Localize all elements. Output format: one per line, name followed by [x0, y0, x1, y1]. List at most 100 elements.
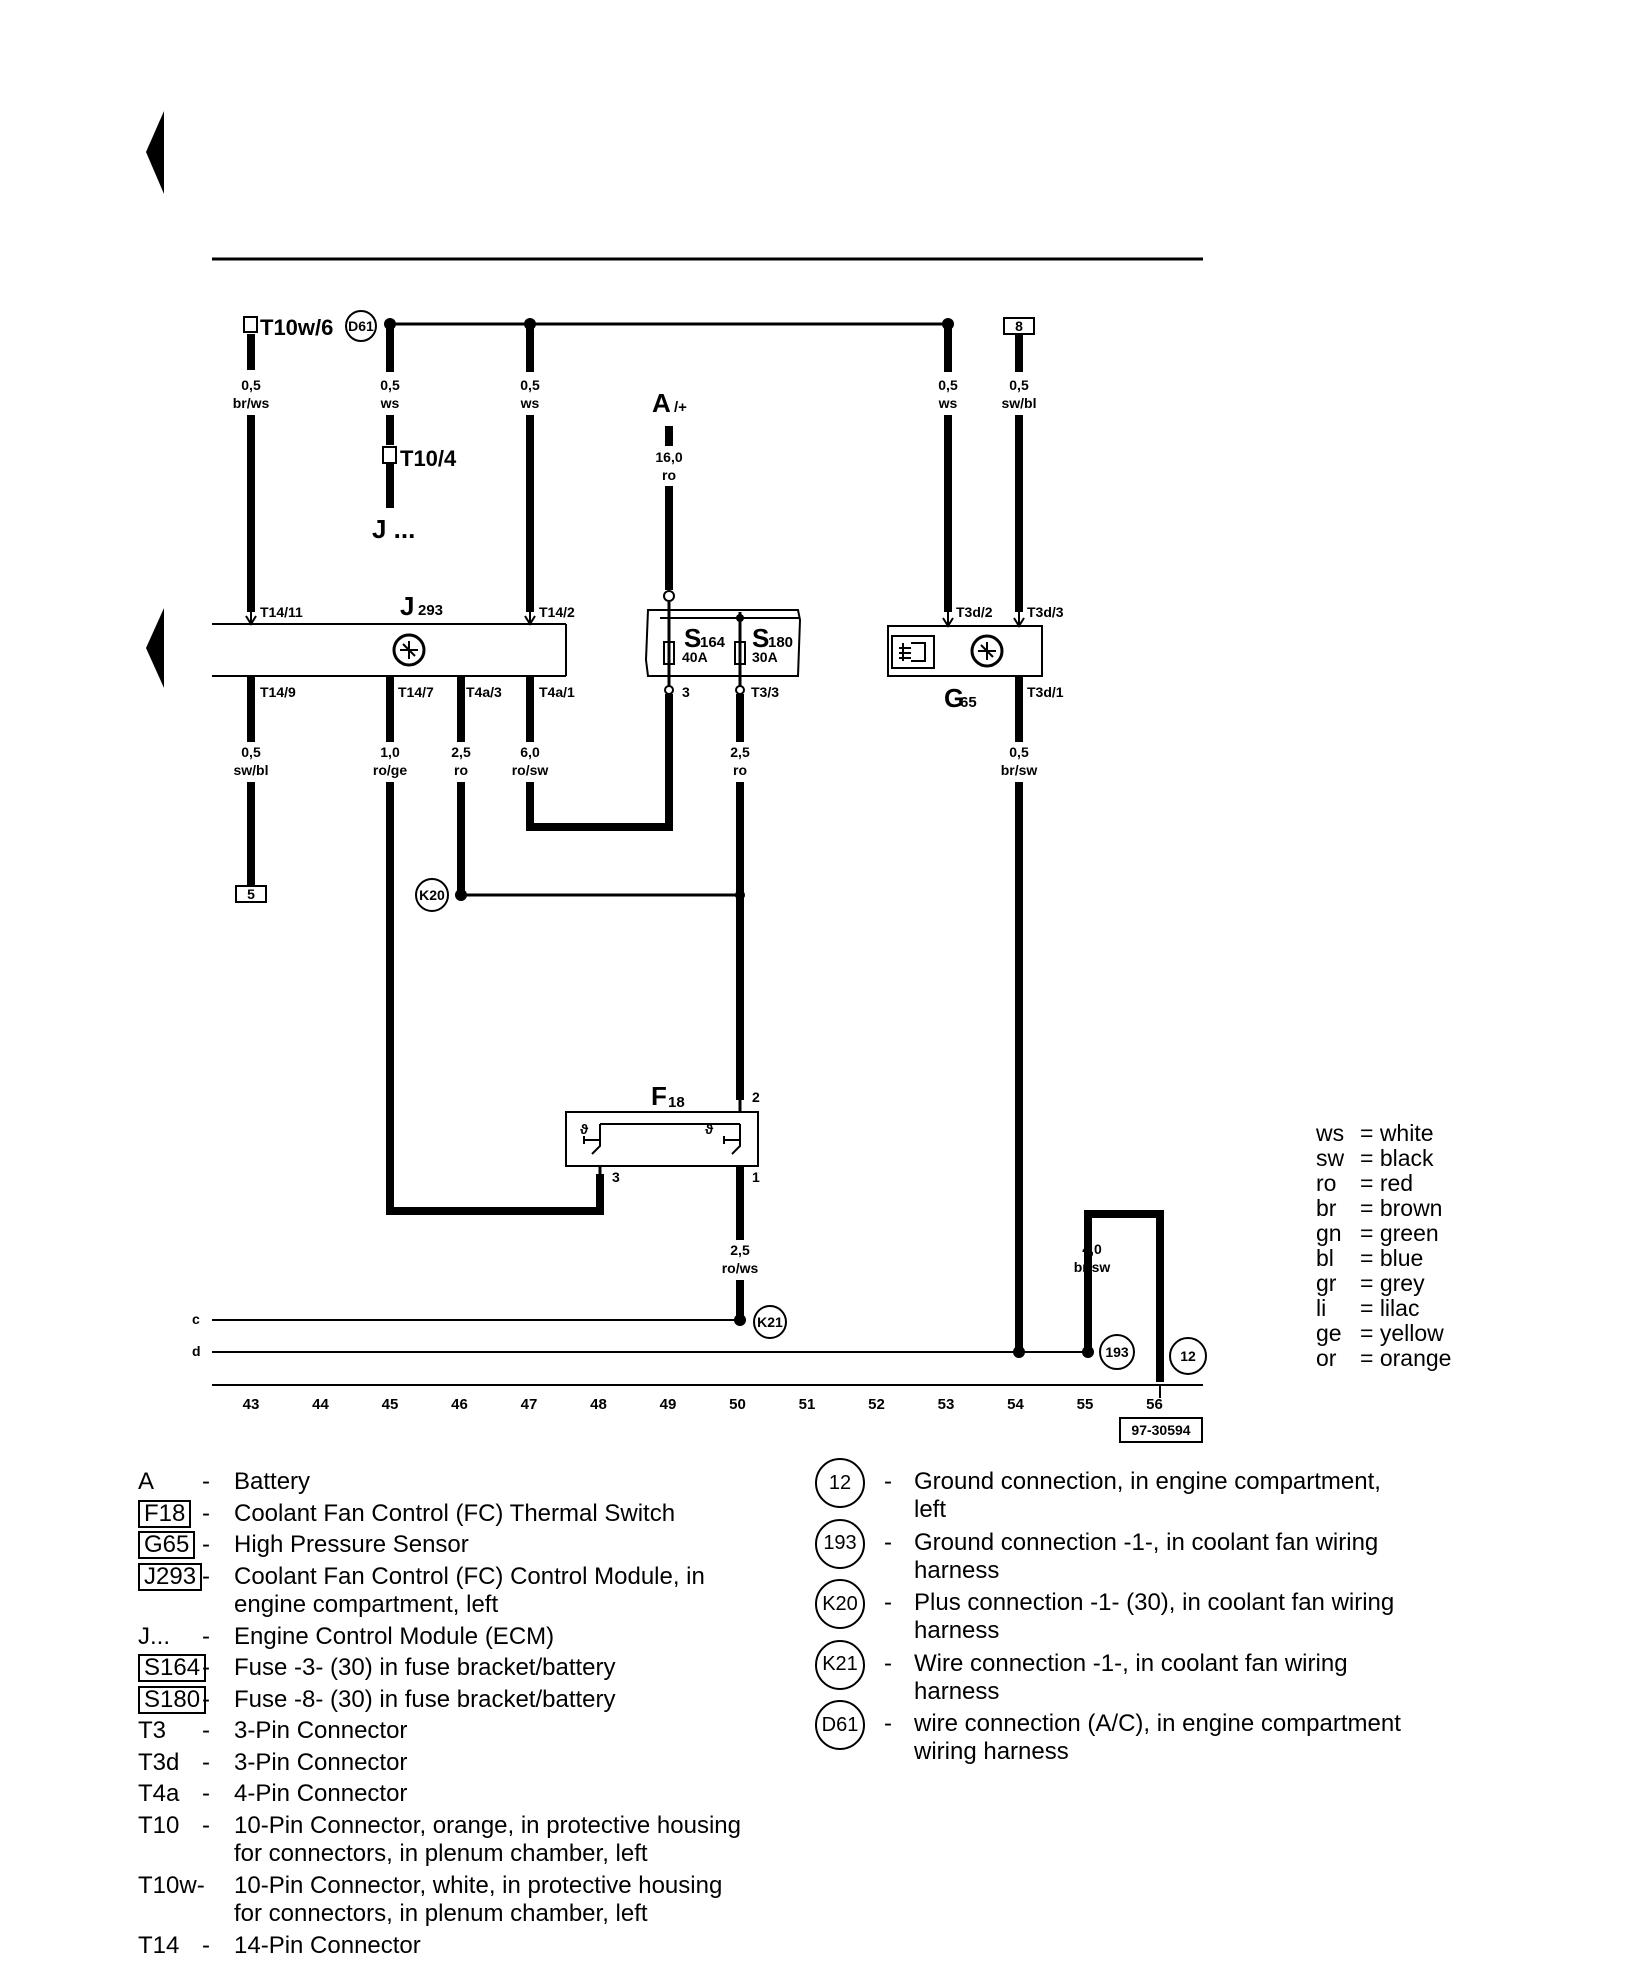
color-key-row: gn= green: [1316, 1221, 1451, 1246]
wire-gauge: 0,5: [380, 377, 400, 393]
g65-label: G: [944, 683, 964, 713]
battery-sub: /+: [674, 399, 687, 416]
legend-dash: -: [202, 1811, 210, 1839]
column-number: 51: [799, 1396, 816, 1413]
legend-dash: -: [202, 1562, 210, 1590]
page-marker-mid: [146, 608, 164, 688]
legend-symbol: 193: [815, 1518, 865, 1569]
legend-code: S164: [138, 1654, 207, 1682]
legend-code: T10: [138, 1811, 180, 1839]
color-key-row: ge= yellow: [1316, 1321, 1451, 1346]
wire-gauge: 2,5: [730, 1242, 750, 1258]
s164-amp: 40A: [682, 649, 708, 665]
battery-label: A: [652, 388, 671, 418]
legend-dash: -: [884, 1589, 892, 1616]
wire-gauge: 0,5: [1009, 377, 1029, 393]
legend-code: T3: [138, 1717, 167, 1744]
legend-text: Coolant Fan Control (FC) Control Module,…: [234, 1562, 705, 1590]
color-code: sw: [1316, 1145, 1345, 1171]
legend-text: Battery: [234, 1468, 311, 1495]
wire-gauge: 2,5: [730, 744, 750, 760]
legend-text: Fuse -3- (30) in fuse bracket/battery: [234, 1654, 616, 1681]
color-name: = blue: [1360, 1245, 1424, 1271]
pin-t4a-3: T4a/3: [466, 684, 502, 700]
pin-t3d-1: T3d/1: [1027, 684, 1064, 700]
legend-dash: -: [202, 1685, 210, 1713]
legend-dash: -: [202, 1748, 210, 1776]
legend-text: Engine Control Module (ECM): [234, 1622, 555, 1650]
legend-symbol: D61: [815, 1700, 865, 1750]
legend-dash: -: [884, 1710, 892, 1737]
legend-symbol: K21: [815, 1639, 865, 1690]
pin-t14-2: T14/2: [539, 604, 575, 620]
column-number: 43: [243, 1396, 260, 1413]
column-number: 55: [1077, 1396, 1094, 1413]
column-number: 52: [868, 1396, 885, 1413]
legend-code: F18: [138, 1499, 192, 1528]
wire-gauge: 0,5: [241, 744, 261, 760]
legend-dash: -: [884, 1468, 892, 1495]
legend-code: T4a: [138, 1780, 180, 1807]
column-number: 45: [382, 1396, 399, 1413]
t10w6-label: T10w/6: [260, 315, 333, 340]
legend-dash: -: [202, 1531, 210, 1558]
wire-gauge: 2,5: [451, 744, 471, 760]
legend-text: wire connection (A/C), in engine compart…: [914, 1710, 1401, 1737]
color-name: = red: [1360, 1170, 1414, 1196]
column-number: 56: [1146, 1396, 1163, 1413]
color-code: gr: [1316, 1270, 1337, 1296]
color-code: br: [1316, 1195, 1337, 1221]
legend-dash: -: [884, 1528, 892, 1556]
color-code: li: [1316, 1295, 1327, 1321]
pin-t14-7: T14/7: [398, 684, 434, 700]
wire-color: sw/bl: [233, 762, 268, 778]
column-number: 54: [1007, 1396, 1024, 1413]
f18-thermal-switch: F 18 ϑ ϑ 2 3 1: [565, 1081, 760, 1185]
ground-12-label: 12: [1180, 1348, 1196, 1364]
wire-color: ro: [662, 467, 676, 483]
thermo-symbol: ϑ: [705, 1121, 714, 1137]
wire-color: ws: [938, 395, 958, 411]
legend-text: 10-Pin Connector, orange, in protective …: [234, 1811, 741, 1839]
legend-text: 3-Pin Connector: [234, 1717, 408, 1744]
wire-color: br/sw: [1074, 1259, 1111, 1275]
wire-color: ro/ws: [722, 1260, 759, 1276]
page-marker-top: [146, 111, 164, 194]
color-key-row: li = lilac: [1316, 1296, 1451, 1321]
wire-gauge: 16,0: [655, 449, 682, 465]
legend-text-cont: left: [914, 1496, 947, 1523]
color-name: = grey: [1360, 1270, 1425, 1296]
color-name: = lilac: [1360, 1295, 1420, 1321]
column-number: 44: [312, 1396, 329, 1413]
s164-label: S: [684, 623, 701, 653]
s164-sub: 164: [700, 634, 726, 651]
legend-text: 10-Pin Connector, white, in protective h…: [234, 1871, 723, 1899]
legend-code: T14: [138, 1931, 180, 1959]
color-key-row: bl= blue: [1316, 1246, 1451, 1271]
pin-t14-11: T14/11: [260, 604, 303, 620]
fuse-pin-3: 3: [682, 684, 690, 700]
legend-text: Wire connection -1-, in coolant fan wiri…: [914, 1649, 1348, 1677]
legend-dash: -: [202, 1499, 210, 1527]
wire-gauge: 0,5: [241, 377, 261, 393]
legend-text-cont: for connectors, in plenum chamber, left: [234, 1899, 648, 1927]
legend-text-cont: harness: [914, 1677, 1000, 1705]
wire-gauge: 6,0: [520, 744, 540, 760]
bus-d-label: d: [192, 1343, 201, 1359]
wire-gauge: 0,5: [1009, 744, 1029, 760]
wire-color: ws: [380, 395, 400, 411]
fuse-block: S 164 40A S 180 30A 3 T3/3: [644, 602, 802, 700]
s180-label: S: [752, 623, 769, 653]
legend-text-cont: for connectors, in plenum chamber, left: [234, 1839, 648, 1867]
wire-color: ro: [454, 762, 468, 778]
legend-symbol: K20: [815, 1579, 865, 1629]
g65-sensor: G 65 T3d/2 T3d/3 T3d/1: [887, 604, 1064, 713]
wiring-diagram: T10w/6 0,5 br/ws D61 0,5 ws T10/4 J ... …: [146, 111, 1207, 1443]
wire-gauge: 0,5: [938, 377, 958, 393]
s180-sub: 180: [768, 634, 793, 651]
legend-symbol: 12: [815, 1458, 865, 1508]
color-code: ws: [1316, 1120, 1345, 1146]
legend-code: S180: [138, 1685, 207, 1714]
column-number: 47: [521, 1396, 538, 1413]
